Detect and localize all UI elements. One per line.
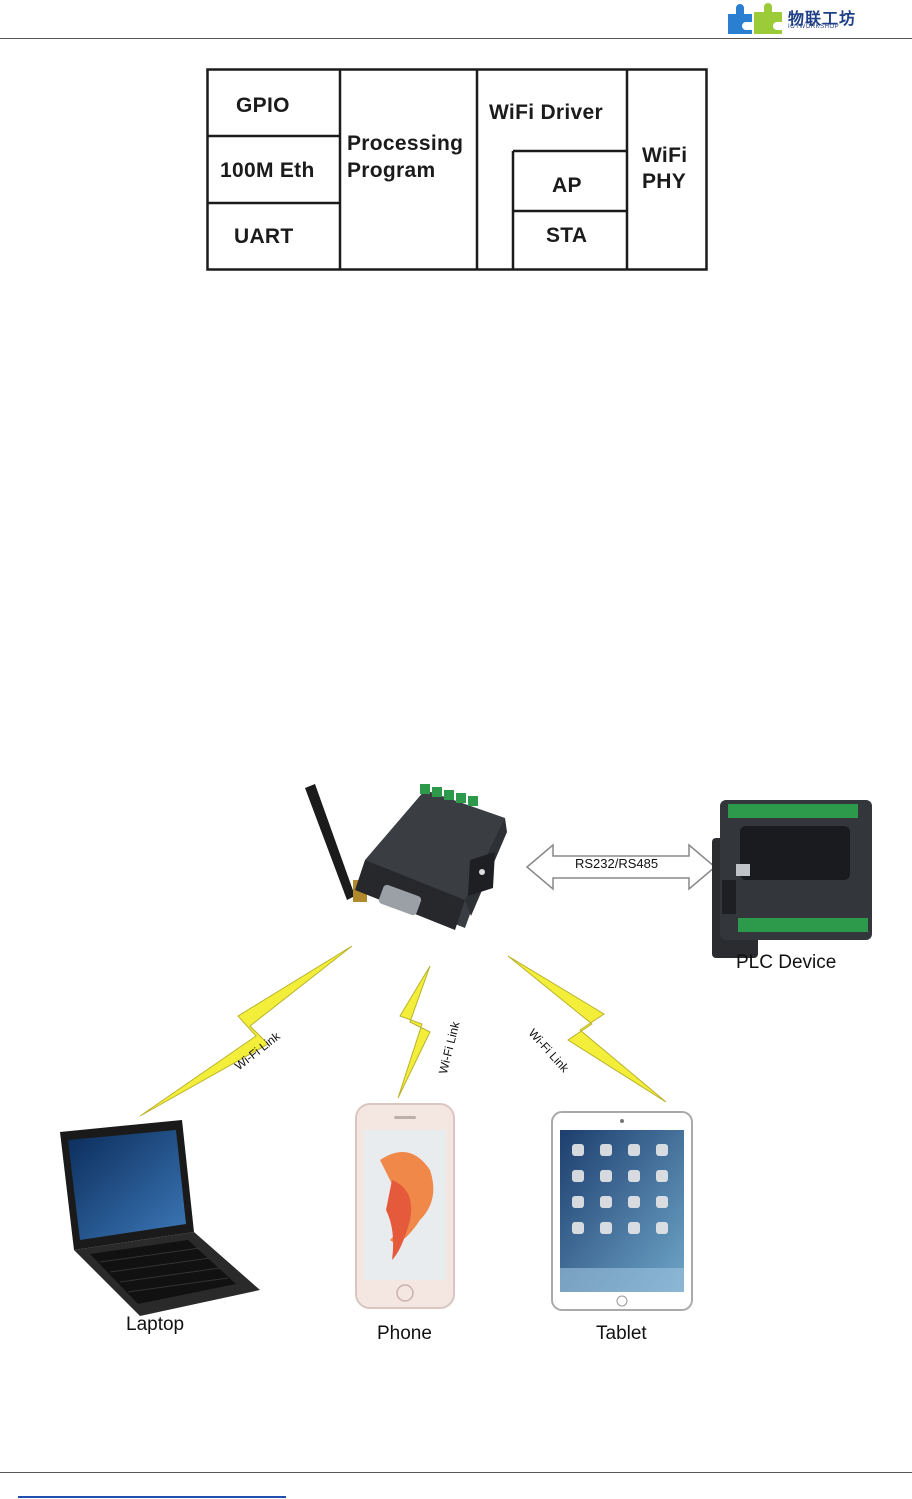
ethernet-label: 100M Eth — [220, 159, 315, 183]
footer-divider — [0, 1472, 912, 1473]
footer-hyperlink-underline[interactable] — [18, 1496, 286, 1498]
wifi-phy-label-line2: PHY — [642, 170, 686, 194]
tablet-caption: Tablet — [596, 1323, 647, 1345]
laptop-image — [60, 1120, 260, 1316]
tablet-image — [552, 1112, 692, 1310]
gpio-label: GPIO — [236, 94, 290, 118]
sta-label: STA — [546, 224, 587, 248]
laptop-caption: Laptop — [126, 1314, 184, 1336]
phone-caption: Phone — [377, 1323, 432, 1345]
plc-device-image — [712, 800, 872, 958]
puzzle-logo-icon — [728, 3, 782, 34]
processing-label: Processing — [347, 132, 463, 156]
serial-link-label: RS232/RS485 — [575, 856, 658, 871]
wifi-driver-label: WiFi Driver — [489, 101, 603, 125]
phone-image — [356, 1104, 454, 1308]
plc-device-caption: PLC Device — [736, 952, 836, 974]
logo-english-text: IOTWORKSHOP — [788, 24, 839, 30]
wifi-phy-label-line1: WiFi — [642, 144, 687, 168]
architecture-diagram: GPIO 100M Eth UART Processing Program Wi… — [206, 68, 708, 271]
ap-label: AP — [552, 174, 582, 198]
uart-label: UART — [234, 225, 294, 249]
wifi-lightning-laptop — [140, 946, 352, 1116]
serial-device-server-image — [305, 784, 507, 930]
network-topology-figure: RS232/RS485 PLC Device Wi-Fi Link Wi-Fi … — [0, 760, 912, 1360]
program-label: Program — [347, 159, 435, 183]
header-divider — [0, 38, 912, 39]
wifi-lightning-phone — [398, 966, 430, 1098]
network-figure-graphics — [0, 760, 912, 1360]
